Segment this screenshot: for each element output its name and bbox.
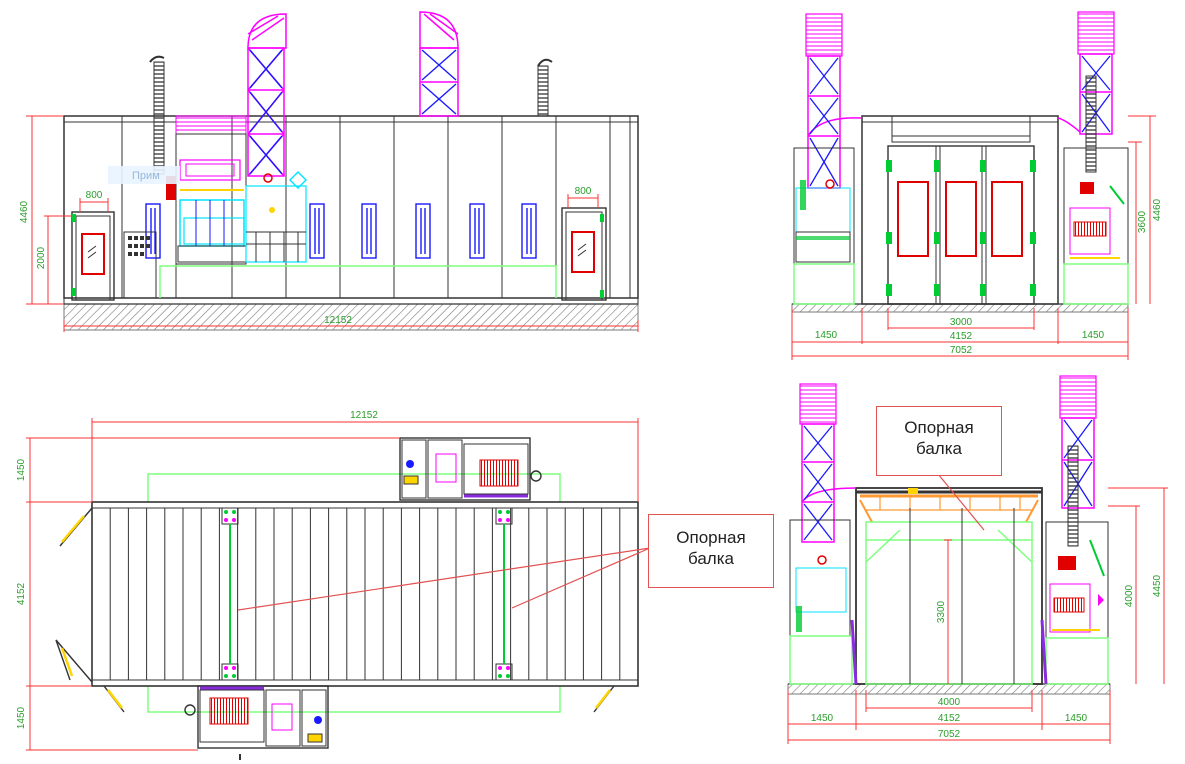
side-bottom-right-tower [1040,375,1109,685]
front-dim-door-right-width: 800 [575,186,592,197]
plan-support-beam-right [495,507,513,681]
front-cabin-outline [63,115,639,299]
plan-dim-inner-width: 4152 [16,582,27,605]
section-support-beam-callout: Опорная балка [876,406,1002,476]
side-top-dim-height-inner: 3600 [1137,210,1148,233]
side-top-right-tower [1057,11,1129,305]
front-intake-tower-2 [419,11,459,117]
front-view: Прим 12152 [19,11,639,332]
front-door-left[interactable] [71,211,115,301]
side-bottom-dim-total-width: 7052 [938,729,961,740]
plan-support-beam-callout: Опорная балка [648,514,774,588]
side-top-dim-inner-width: 4152 [950,331,973,342]
front-heater-unit [166,115,307,265]
side-top-gate[interactable] [886,145,1036,305]
side-top-dim-gate-width: 3000 [950,317,973,328]
plan-roof-ribs [109,508,621,680]
plan-view: 12152 1450 4152 1450 [16,410,651,760]
section-callout-line2: балка [916,439,962,458]
side-bottom-dim-gate-width: 4000 [938,697,961,708]
plan-dim-top-offset: 1450 [16,458,27,481]
plan-callout-line1: Опорная [676,528,746,547]
front-dim-total-height: 4460 [19,200,30,223]
front-dim-total-width: 12152 [324,315,352,326]
plan-bottom-heater-unit [184,685,329,760]
side-top-dim-left-wing: 1450 [815,330,838,341]
side-bottom-dim-inner-width: 4152 [938,713,961,724]
front-dim-door-left-width: 800 [86,190,103,201]
front-door-right[interactable] [561,207,607,301]
side-top-dim-total-width: 7052 [950,345,973,356]
side-bottom-dim-inner-height: 3300 [936,600,947,623]
plan-top-heater-unit [399,437,542,501]
side-top-dim-right-wing: 1450 [1082,330,1105,341]
front-faint-label: Прим [132,170,160,182]
plan-dim-bottom-offset: 1450 [16,706,27,729]
section-callout-line1: Опорная [904,418,974,437]
front-exhaust-pipe-right [537,65,549,117]
side-bottom-dim-height-mid: 4000 [1124,584,1135,607]
plan-dim-total-length: 12152 [350,410,378,421]
plan-booth-body [91,501,639,687]
front-exhaust-pipe-left [153,61,165,175]
side-bottom-left-tower [789,383,858,685]
side-bottom-support-beam [859,488,1039,523]
side-view-top: 1450 1450 3000 4152 7052 4460 3600 [791,11,1163,360]
plan-callout-line2: балка [688,549,734,568]
side-top-dim-height-total: 4460 [1152,198,1163,221]
front-panel-joints [121,116,631,298]
side-bottom-dim-right-wing: 1450 [1065,713,1088,724]
side-top-cabin [861,115,1059,305]
side-top-left-tower [793,13,863,305]
front-dim-door-height: 2000 [36,246,47,269]
front-control-panel [123,231,157,299]
front-windows [145,203,537,259]
side-bottom-dim-height-total: 4450 [1152,574,1163,597]
side-view-bottom: 4000 1450 4152 1450 7052 3300 4000 4450 [787,375,1168,744]
side-bottom-dim-left-wing: 1450 [811,713,834,724]
plan-support-beam-left [221,507,239,681]
